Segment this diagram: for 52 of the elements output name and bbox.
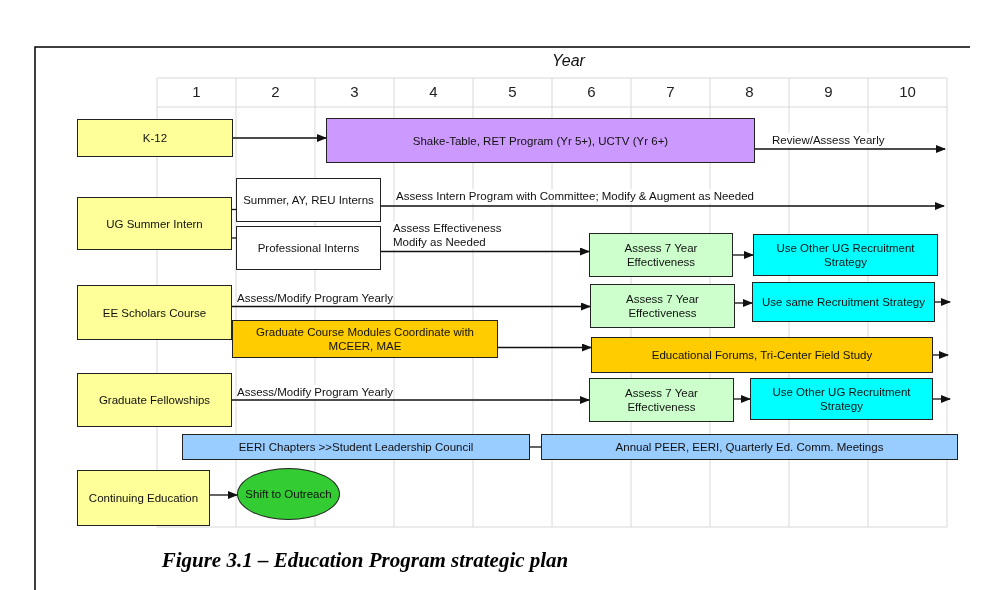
process-box: Professional Interns [236, 226, 381, 270]
year-number: 4 [428, 83, 439, 100]
outreach-ellipse: Shift to Outreach [237, 468, 340, 520]
process-box: Assess 7 Year Effectiveness [589, 233, 733, 277]
process-box: Use Other UG Recruitment Strategy [753, 234, 938, 276]
year-number: 2 [270, 83, 281, 100]
connector-line [231, 237, 237, 239]
arrow [734, 299, 753, 307]
process-box: Educational Forums, Tri-Center Field Study [591, 337, 933, 373]
arrow [380, 202, 945, 210]
process-box: EERI Chapters >>Student Leadership Council [182, 434, 530, 460]
arrow [733, 395, 751, 403]
arrow [932, 395, 951, 403]
process-box: Assess 7 Year Effectiveness [590, 284, 735, 328]
arrow [732, 251, 754, 259]
arrow [380, 247, 590, 256]
year-number: 8 [744, 83, 755, 100]
arrow [231, 302, 591, 311]
process-box: Shake-Table, RET Program (Yr 5+), UCTV (Yr 6+) [326, 118, 755, 163]
process-box: Annual PEER, EERI, Quarterly Ed. Comm. Meetings [541, 434, 958, 460]
process-box: Continuing Education [77, 470, 210, 526]
connector-line [231, 208, 237, 211]
process-box: Use same Recruitment Strategy [752, 282, 935, 322]
year-number: 3 [349, 83, 360, 100]
year-number: 6 [586, 83, 597, 100]
process-box: EE Scholars Course [77, 285, 232, 340]
connector-line [529, 446, 542, 448]
year-number: 10 [898, 83, 917, 100]
figure-caption: Figure 3.1 – Education Program strategic plan [160, 548, 570, 573]
year-number: 1 [191, 83, 202, 100]
edge-label: Assess Intern Program with Committee; Modify & Augment as Needed [396, 189, 754, 203]
arrow [932, 351, 949, 359]
year-number: 9 [823, 83, 834, 100]
arrow [497, 343, 592, 352]
edge-label: Review/Assess Yearly [772, 133, 885, 147]
arrow [754, 145, 946, 153]
arrow [209, 491, 238, 499]
year-number: 5 [507, 83, 518, 100]
process-box: UG Summer Intern [77, 197, 232, 250]
axis-title: Year [552, 54, 585, 68]
arrow [231, 396, 590, 404]
process-box: Summer, AY, REU Interns [236, 178, 381, 222]
edge-label: Assess/Modify Program Yearly [237, 385, 393, 399]
process-box: Graduate Fellowships [77, 373, 232, 427]
year-number: 7 [665, 83, 676, 100]
arrow [934, 298, 951, 306]
process-box: Use Other UG Recruitment Strategy [750, 378, 933, 420]
process-box: Assess 7 Year Effectiveness [589, 378, 734, 422]
edge-label: Assess/Modify Program Yearly [237, 291, 393, 305]
process-box: Graduate Course Modules Coordinate with MCEER, MAE [232, 320, 498, 358]
arrow [232, 134, 327, 142]
process-box: K-12 [77, 119, 233, 157]
